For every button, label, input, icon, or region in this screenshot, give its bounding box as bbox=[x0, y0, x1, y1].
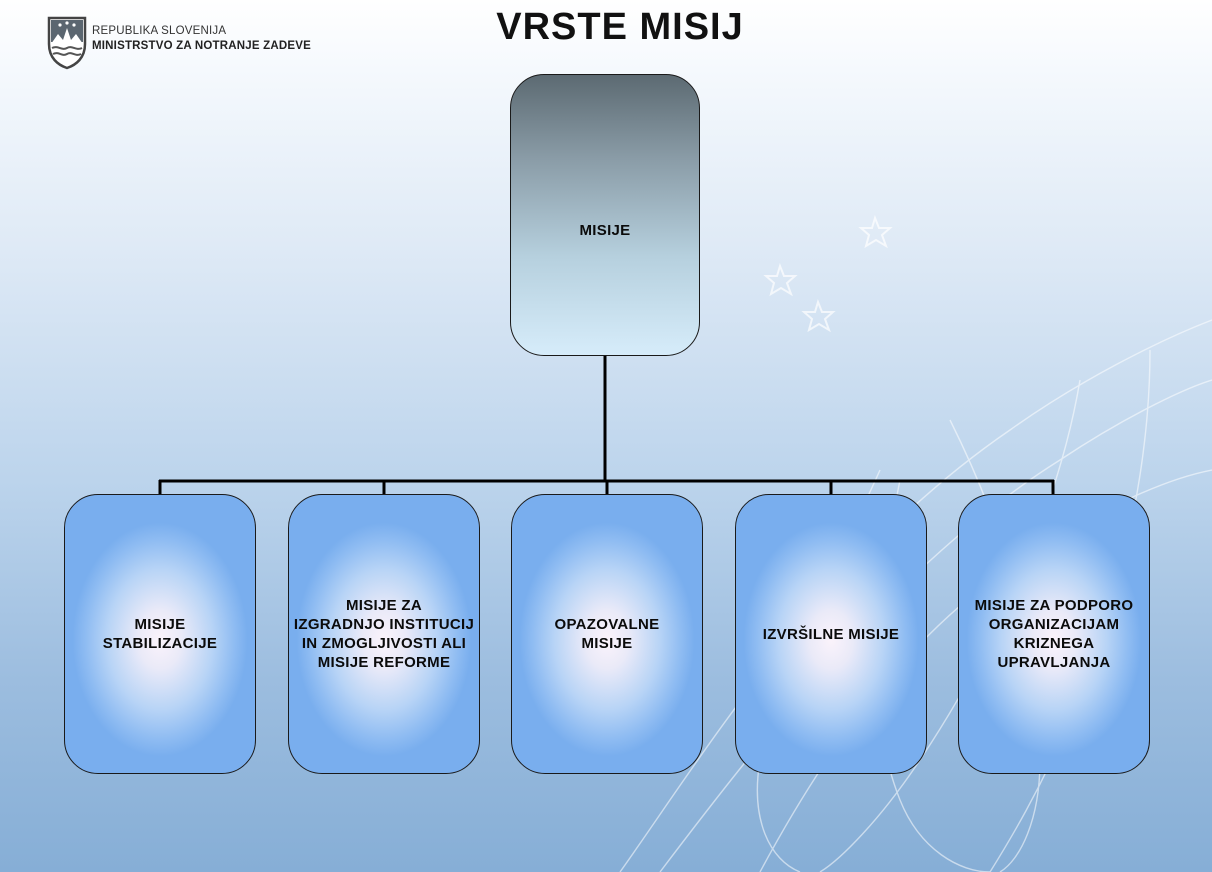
child-node-label: MISIJE ZA IZGRADNJO INSTITUCIJ IN ZMOGLJ… bbox=[293, 597, 475, 671]
star-icon bbox=[858, 214, 893, 249]
star-icon bbox=[763, 262, 798, 297]
slide-title: VRSTE MISIJ bbox=[496, 6, 744, 48]
country-name: REPUBLIKA SLOVENIJA bbox=[92, 25, 227, 37]
child-node-label: MISIJE STABILIZACIJE bbox=[102, 616, 218, 652]
slovenia-coat-of-arms-icon bbox=[47, 16, 87, 70]
star-icon bbox=[801, 298, 836, 333]
child-node-crisis-management-support: MISIJE ZA PODPORO ORGANIZACIJAM KRIZNEGA… bbox=[958, 494, 1150, 774]
root-node-misije: MISIJE bbox=[510, 74, 700, 356]
star-icons bbox=[763, 214, 893, 333]
child-node-observer: OPAZOVALNE MISIJE bbox=[511, 494, 703, 774]
child-node-label: OPAZOVALNE MISIJE bbox=[554, 616, 660, 652]
ministry-name: MINISTRSTVO ZA NOTRANJE ZADEVE bbox=[92, 40, 311, 52]
child-node-label: IZVRŠILNE MISIJE bbox=[762, 625, 900, 643]
header: REPUBLIKA SLOVENIJA MINISTRSTVO ZA NOTRA… bbox=[46, 14, 406, 70]
child-node-label: MISIJE ZA PODPORO ORGANIZACIJAM KRIZNEGA… bbox=[974, 597, 1134, 671]
child-node-executive: IZVRŠILNE MISIJE bbox=[735, 494, 927, 774]
root-node-label: MISIJE bbox=[579, 222, 631, 239]
child-node-stabilization: MISIJE STABILIZACIJE bbox=[64, 494, 256, 774]
child-node-institution-building: MISIJE ZA IZGRADNJO INSTITUCIJ IN ZMOGLJ… bbox=[288, 494, 480, 774]
